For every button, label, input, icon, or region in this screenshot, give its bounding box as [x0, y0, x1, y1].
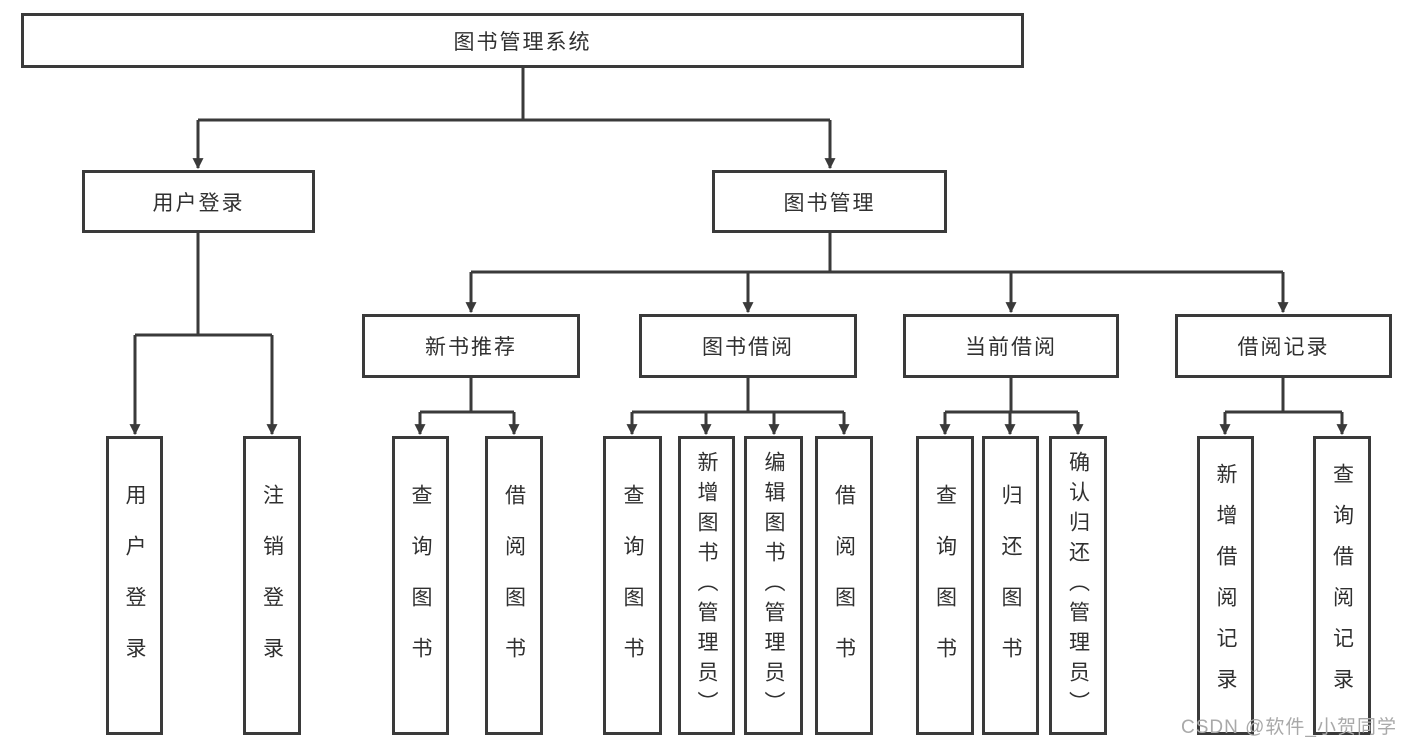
leaf-borrow-books-borrowing: 借阅图书: [815, 436, 873, 735]
leaf-logout: 注销登录: [243, 436, 301, 735]
leaf-query-books-recommend: 查询图书: [392, 436, 449, 735]
leaf-borrow-books-recommend: 借阅图书: [485, 436, 543, 735]
root-node: 图书管理系统: [21, 13, 1024, 68]
node-book-borrowing: 图书借阅: [639, 314, 857, 378]
watermark: CSDN @软件_小贺同学: [1181, 717, 1397, 738]
node-user-login: 用户登录: [82, 170, 315, 233]
node-current-borrowing: 当前借阅: [903, 314, 1119, 378]
leaf-confirm-return-admin: 确认归还（管理员）: [1049, 436, 1107, 735]
leaf-add-borrow-record: 新增借阅记录: [1197, 436, 1254, 735]
leaf-query-borrow-record: 查询借阅记录: [1313, 436, 1371, 735]
leaf-edit-book-admin: 编辑图书（管理员）: [744, 436, 803, 735]
leaf-return-books: 归还图书: [982, 436, 1039, 735]
leaf-add-book-admin: 新增图书（管理员）: [678, 436, 735, 735]
node-borrow-records: 借阅记录: [1175, 314, 1392, 378]
node-new-book-recommend: 新书推荐: [362, 314, 580, 378]
leaf-query-books-current: 查询图书: [916, 436, 974, 735]
leaf-query-books-borrowing: 查询图书: [603, 436, 662, 735]
leaf-user-login: 用户登录: [106, 436, 163, 735]
node-book-management: 图书管理: [712, 170, 947, 233]
